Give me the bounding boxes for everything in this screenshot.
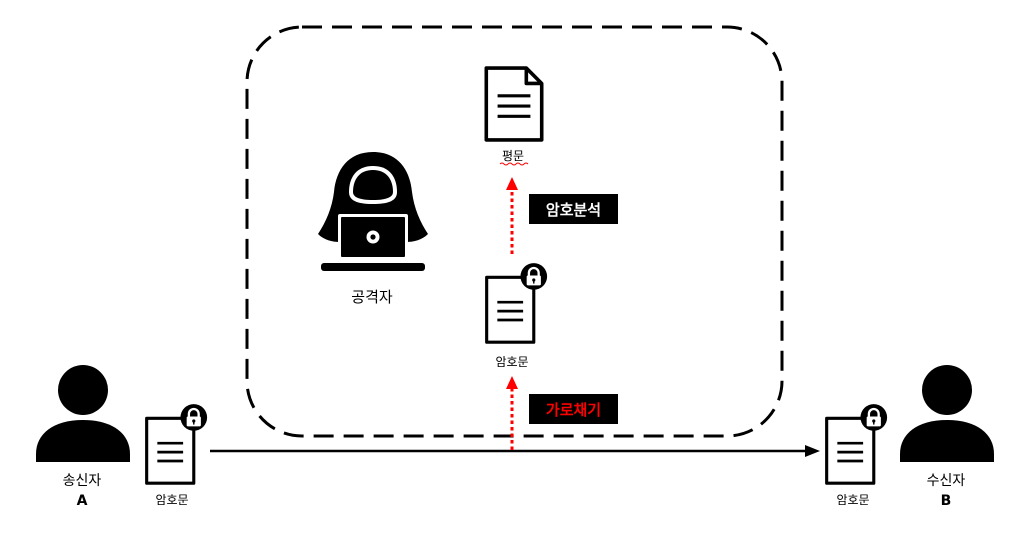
cryptanalysis-tag-label: 암호분석 <box>546 201 601 219</box>
attacker-zone-boundary <box>245 25 784 438</box>
receiver-ciphertext-label: 암호문 <box>836 493 869 507</box>
sender-person-icon <box>36 365 130 462</box>
interception-tag <box>529 394 618 424</box>
intercepted-ciphertext-icon <box>485 262 548 344</box>
attacker-label: 공격자 <box>351 288 393 306</box>
receiver-id: B <box>941 493 952 509</box>
receiver-person-icon <box>900 365 994 462</box>
sender-id: A <box>77 493 88 509</box>
interception-tag-label: 가로채기 <box>546 401 601 419</box>
sender-ciphertext-label: 암호문 <box>155 493 188 507</box>
sender-name: 송신자 <box>63 473 102 489</box>
hooded-hacker-icon <box>318 152 428 271</box>
sender-ciphertext-icon <box>145 403 208 485</box>
interception-arrow <box>506 376 518 450</box>
cryptanalysis-arrow <box>506 177 518 254</box>
spellcheck-underline <box>499 162 529 166</box>
transmission-arrow <box>210 445 820 457</box>
receiver-name: 수신자 <box>927 473 966 489</box>
intercepted-ciphertext-label: 암호문 <box>495 355 528 369</box>
plaintext-label: 평문 <box>502 149 524 163</box>
receiver-ciphertext-icon <box>825 403 888 485</box>
cryptanalysis-tag <box>529 194 618 224</box>
plaintext-document-icon <box>484 66 544 142</box>
